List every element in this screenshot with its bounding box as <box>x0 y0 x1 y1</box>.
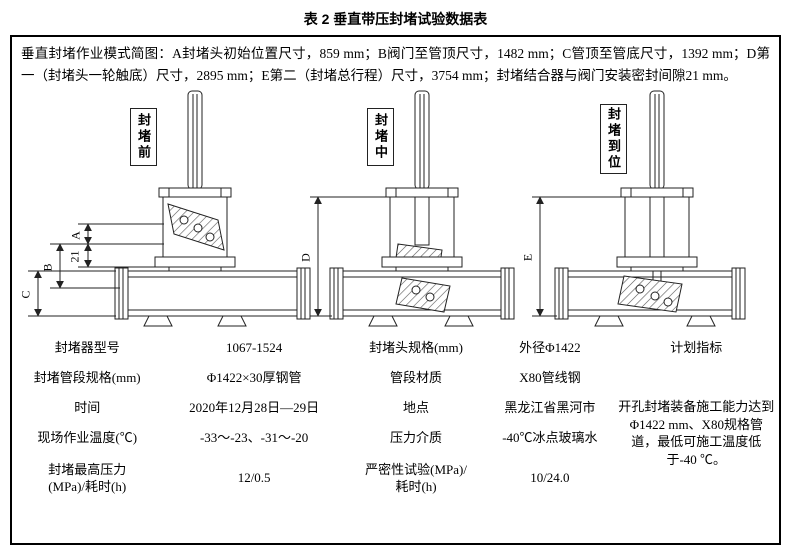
cell-value: X80管线钢 <box>519 370 581 386</box>
cell-label: 时间 <box>74 400 101 416</box>
diagram-description: 垂直封堵作业模式简图：A封堵头初始位置尺寸，859 mm；B阀门至管顶尺寸，14… <box>21 46 770 83</box>
cell-label: 封堵器型号 <box>54 340 120 356</box>
cell-value: -40℃冰点玻璃水 <box>502 430 598 446</box>
diagram: 封堵前 封堵中 封堵到位 A 21 B C D E <box>12 88 779 333</box>
cell-label: 封堵头规格(mm) <box>369 340 463 356</box>
cell-label: 压力介质 <box>390 430 443 446</box>
cell-label: 严密性试验(MPa)/ 耗时(h) <box>365 461 467 495</box>
cell-value: Φ1422×30厚钢管 <box>206 370 302 386</box>
dim-label-e: E <box>520 254 535 262</box>
cell-label: 管段材质 <box>390 370 443 386</box>
dim-label-gap: 21 <box>67 250 82 263</box>
cell-label: 封堵管段规格(mm) <box>33 370 141 386</box>
cell-value: 外径Φ1422 <box>519 340 581 356</box>
table-row: 封堵器型号 1067-1524 封堵头规格(mm) 外径Φ1422 计划指标 <box>12 333 779 363</box>
cell-plan-header: 计划指标 <box>670 340 723 356</box>
table-row: 封堵最高压力 (MPa)/耗时(h) 12/0.5 严密性试验(MPa)/ 耗时… <box>12 453 779 503</box>
cell-label: 地点 <box>403 400 430 416</box>
dim-label-a: A <box>68 231 83 241</box>
cell-value: 黑龙江省黑河市 <box>504 400 596 416</box>
cell-value: 10/24.0 <box>530 470 570 486</box>
dim-label-d: D <box>298 253 313 263</box>
table-row: 现场作业温度(℃) -33～-23、-31～-20 压力介质 -40℃冰点玻璃水 <box>12 423 779 453</box>
dim-label-c: C <box>18 290 33 299</box>
table-row: 时间 2020年12月28日—29日 地点 黑龙江省黑河市 <box>12 393 779 423</box>
table-title: 表 2 垂直带压封堵试验数据表 <box>303 11 488 27</box>
plugging-diagram-svg <box>28 90 746 327</box>
machine-before-drawing <box>114 90 311 327</box>
cell-value: 2020年12月28日—29日 <box>189 400 320 416</box>
cell-plan-text: 开孔封堵装备施工能力达到Φ1422 mm、X80规格管道，最低可施工温度低于-4… <box>618 399 775 467</box>
table-outer-box: 垂直封堵作业模式简图：A封堵头初始位置尺寸，859 mm；B阀门至管顶尺寸，14… <box>10 35 781 545</box>
cell-value: -33～-23、-31～-20 <box>199 430 309 446</box>
cell-value: 12/0.5 <box>237 470 271 486</box>
test-data-table: 封堵器型号 1067-1524 封堵头规格(mm) 外径Φ1422 计划指标 封… <box>12 333 779 503</box>
table-row: 封堵管段规格(mm) Φ1422×30厚钢管 管段材质 X80管线钢 开孔封堵装… <box>12 363 779 466</box>
stage-label-during: 封堵中 <box>367 108 394 167</box>
cell-value: 1067-1524 <box>225 340 283 356</box>
stage-label-seated: 封堵到位 <box>600 104 627 175</box>
dimension-lines <box>28 196 623 317</box>
stage-label-before: 封堵前 <box>130 108 157 167</box>
machine-seated-drawing <box>554 90 746 327</box>
machine-during-drawing <box>329 90 515 327</box>
cell-label: 封堵最高压力 (MPa)/耗时(h) <box>48 461 127 495</box>
cell-label: 现场作业温度(℃) <box>37 430 138 446</box>
dim-label-b: B <box>40 263 55 272</box>
